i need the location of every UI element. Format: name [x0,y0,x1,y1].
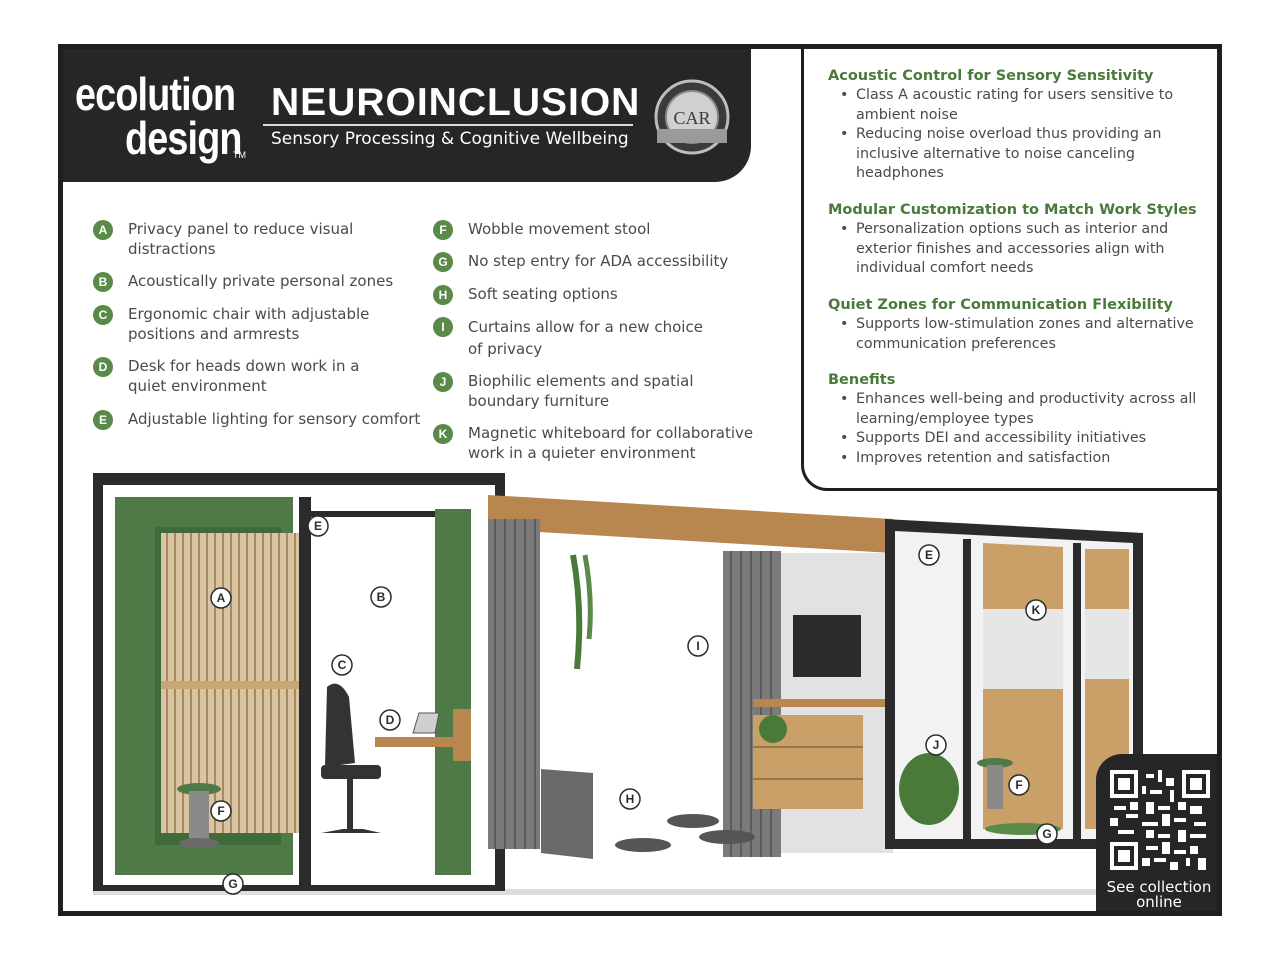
legend-text: Desk for heads down work in a quiet envi… [128,357,360,395]
svg-text:E: E [314,519,322,533]
section-heading: Quiet Zones for Communication Flexibilit… [828,297,1173,313]
qr-caption-line2: online [1136,893,1182,911]
legend-text: Acoustically private personal zones [128,272,394,290]
svg-text:J: J [933,738,940,752]
bullet-item: Enhances well-being and productivity acr… [828,390,1217,429]
info-section-acoustic: Acoustic Control for Sensory Sensitivity… [828,68,1217,184]
legend-letter-badge: F [433,220,453,240]
legend-text: No step entry for ADA accessibility [468,252,729,270]
info-section-customization: Modular Customization to Match Work Styl… [828,202,1217,279]
svg-text:G: G [1042,827,1051,841]
page-subtitle: Sensory Processing & Cognitive Wellbeing [271,129,629,149]
svg-text:E: E [925,548,933,562]
legend-letter-badge: K [433,424,453,444]
bullet-item: Supports low-stimulation zones and alter… [828,315,1217,354]
legend-letter-badge: I [433,317,453,337]
legend-text: Wobble movement stool [468,220,651,238]
legend-text: Ergonomic chair with adjustable position… [128,305,370,343]
page-title: NEUROINCLUSION [271,81,641,124]
legend-letter-badge: H [433,285,453,305]
svg-text:F: F [217,804,224,818]
svg-text:F: F [1015,778,1022,792]
svg-text:K: K [1032,603,1041,617]
legend-text: Magnetic whiteboard for collaborative wo… [468,424,754,462]
car-certification-badge-icon: CAR [654,79,730,155]
qr-caption-line1: See collection [1106,878,1212,896]
svg-text:A: A [217,591,226,605]
svg-text:I: I [696,639,699,653]
legend-letter-badge: J [433,372,453,392]
brand-logo-line1: ecolution [75,68,236,120]
svg-text:C: C [338,658,347,672]
bullet-item: Improves retention and satisfaction [828,449,1217,469]
legend-letter-badge: A [93,220,113,240]
bullet-item: Class A acoustic rating for users sensit… [828,86,1217,125]
svg-text:H: H [626,792,635,806]
pod-illustration: A B C D E F G H I J K E F G [93,473,1153,895]
bullet-item: Reducing noise overload thus providing a… [828,125,1217,184]
brand-logo-line2: design [125,112,242,164]
legend-letter-badge: D [93,357,113,377]
title-divider [263,124,633,126]
legend-letter-badge: E [93,410,113,430]
poster-frame: A B C D E F G H I J K E F G ecolution de… [58,44,1222,916]
legend-text: Privacy panel to reduce visual distracti… [128,220,354,258]
legend-text: Curtains allow for a new choice of priva… [468,318,703,358]
svg-text:B: B [377,590,386,604]
qr-code-icon[interactable] [1110,770,1210,870]
bullet-item: Supports DEI and accessibility initiativ… [828,429,1217,449]
svg-text:D: D [386,713,395,727]
trademark-mark: TM [233,150,246,160]
info-section-quiet-zones: Quiet Zones for Communication Flexibilit… [828,297,1217,354]
qr-caption: See collection online [1096,878,1217,911]
legend-letter-badge: G [433,252,453,272]
bullet-item: Personalization options such as interior… [828,220,1217,279]
legend-text: Soft seating options [468,285,618,303]
section-heading: Benefits [828,372,896,388]
section-heading: Acoustic Control for Sensory Sensitivity [828,68,1154,84]
legend-text: Adjustable lighting for sensory comfort [128,410,421,428]
svg-text:G: G [228,877,237,891]
section-heading: Modular Customization to Match Work Styl… [828,202,1197,218]
legend-letter-badge: C [93,305,113,325]
badge-text: CAR [673,108,710,128]
info-section-benefits: Benefits Enhances well-being and product… [828,372,1217,469]
info-panel: Acoustic Control for Sensory Sensitivity… [801,49,1217,491]
legend-text: Biophilic elements and spatial boundary … [468,372,694,410]
legend-letter-badge: B [93,272,113,292]
qr-code-panel[interactable]: See collection online [1096,754,1217,911]
header-banner: ecolution design TM NEUROINCLUSION Senso… [63,49,751,182]
